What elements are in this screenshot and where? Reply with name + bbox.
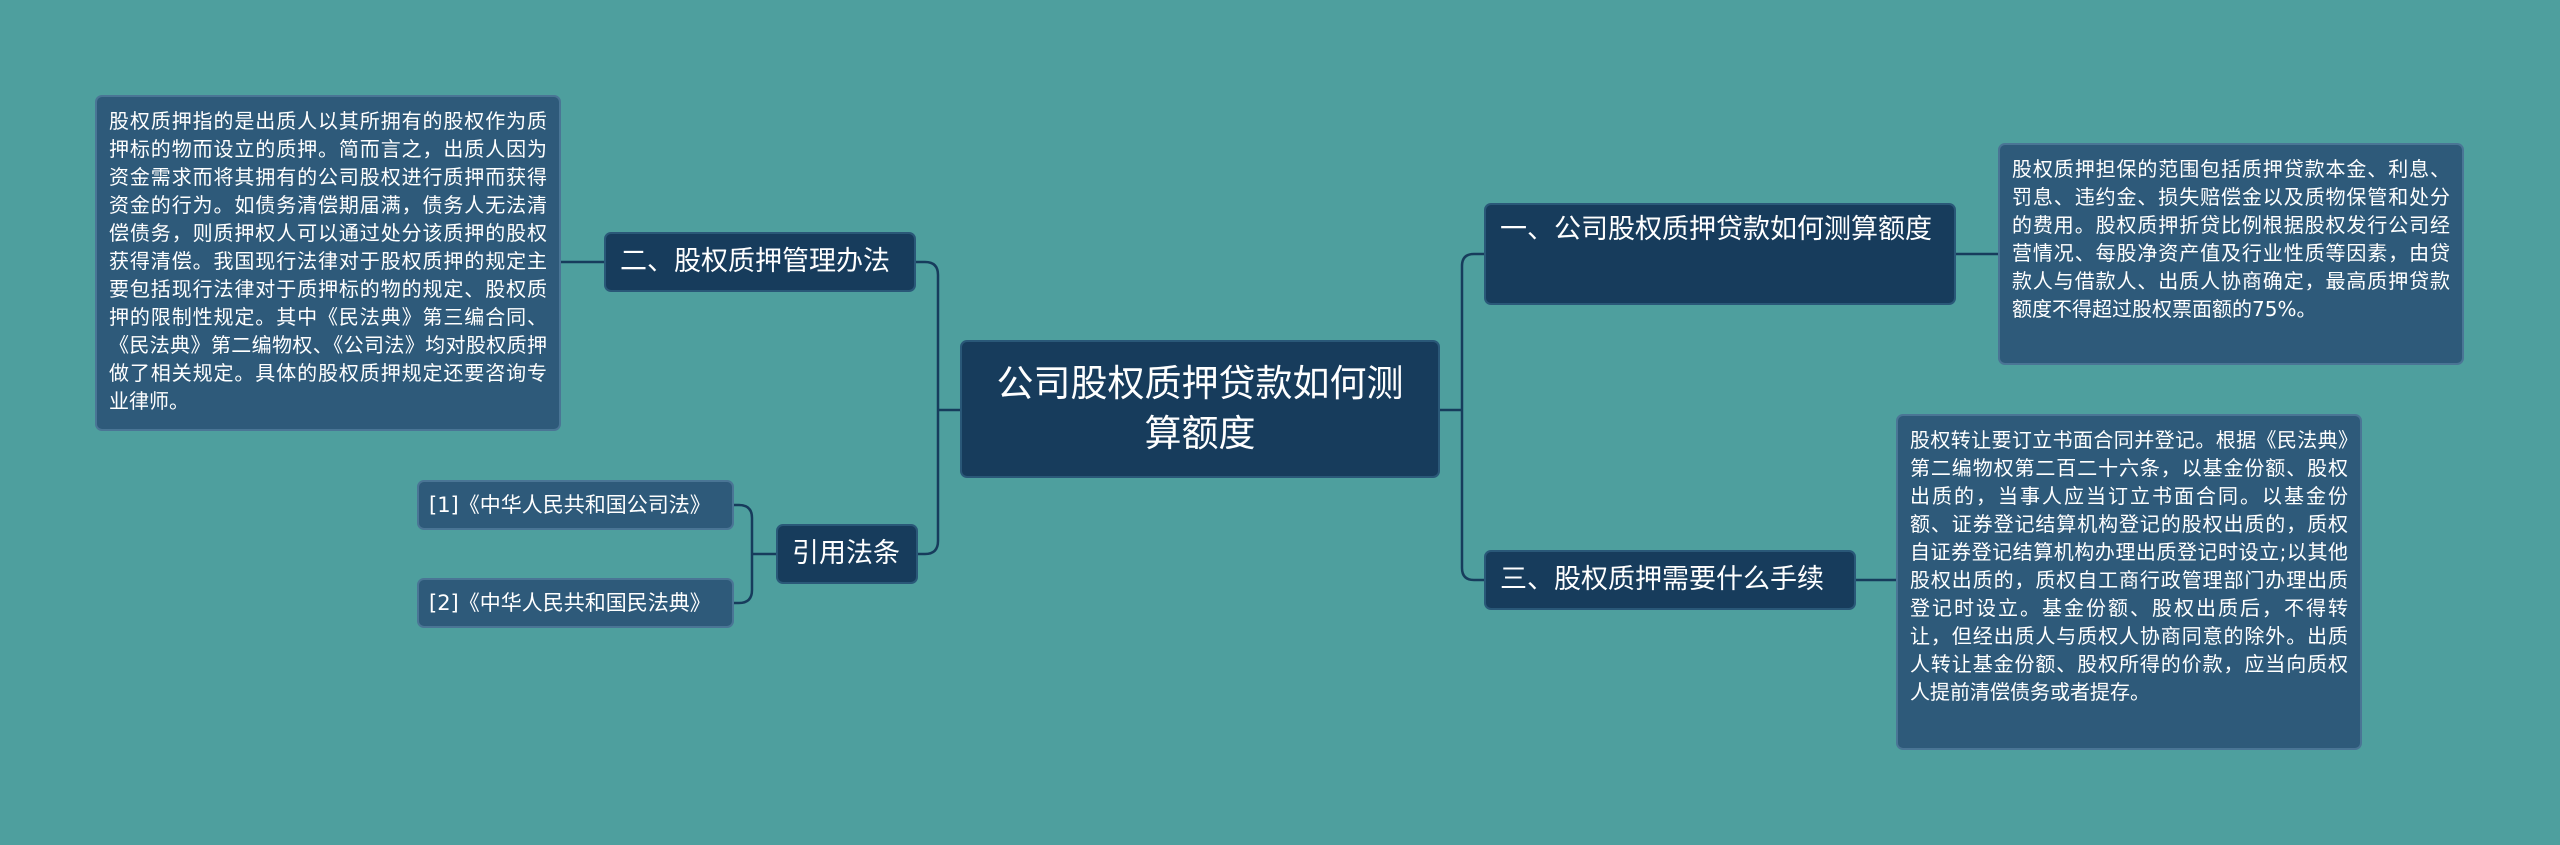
detail-calculation[interactable]: 股权质押担保的范围包括质押贷款本金、利息、罚息、违约金、损失赔偿金以及质物保管和… [1998,143,2464,365]
branch-calculation-label: 一、公司股权质押贷款如何测算额度 [1500,214,1932,245]
branch-procedures[interactable]: 三、股权质押需要什么手续 [1484,550,1856,610]
connector-left-spine [915,260,940,556]
branch-calculation[interactable]: 一、公司股权质押贷款如何测算额度 [1484,203,1956,305]
connector-right-spine [1460,252,1484,582]
detail-management[interactable]: 股权质押指的是出质人以其所拥有的股权作为质押标的物而设立的质押。简而言之，出质人… [95,95,561,431]
branch-references[interactable]: 引用法条 [776,524,918,584]
detail-procedures[interactable]: 股权转让要订立书面合同并登记。根据《民法典》第二编物权第二百二十六条，以基金份额… [1896,414,2362,750]
reference-item-label: [2]《中华人民共和国民法典》 [429,591,711,615]
branch-management[interactable]: 二、股权质押管理办法 [604,232,916,292]
reference-item[interactable]: [1]《中华人民共和国公司法》 [417,480,734,530]
branch-procedures-label: 三、股权质押需要什么手续 [1500,564,1824,595]
detail-management-text: 股权质押指的是出质人以其所拥有的股权作为质押标的物而设立的质押。简而言之，出质人… [109,109,547,413]
connector-refs-spine [733,503,776,605]
detail-procedures-text: 股权转让要订立书面合同并登记。根据《民法典》第二编物权第二百二十六条，以基金份额… [1910,428,2348,704]
reference-item[interactable]: [2]《中华人民共和国民法典》 [417,578,734,628]
reference-item-label: [1]《中华人民共和国公司法》 [429,493,711,517]
root-title: 公司股权质押贷款如何测算额度 [996,362,1404,455]
branch-references-label: 引用法条 [792,538,900,569]
detail-calculation-text: 股权质押担保的范围包括质押贷款本金、利息、罚息、违约金、损失赔偿金以及质物保管和… [2012,157,2450,321]
root-node[interactable]: 公司股权质押贷款如何测算额度 [960,340,1440,478]
branch-management-label: 二、股权质押管理办法 [620,246,890,277]
